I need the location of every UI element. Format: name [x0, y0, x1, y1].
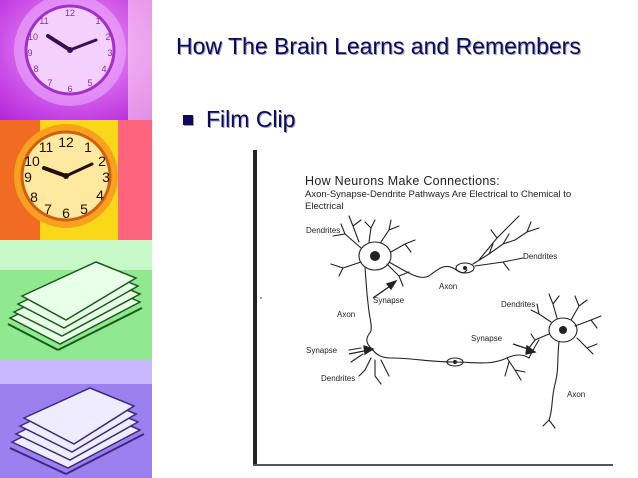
svg-text:3: 3	[102, 169, 110, 185]
green-papers-tile	[0, 240, 152, 360]
svg-text:11: 11	[39, 16, 48, 26]
slide-title: How The Brain Learns and Remembers	[176, 33, 581, 59]
label-synapse: Synapse	[373, 296, 405, 305]
label-synapse: Synapse	[306, 346, 338, 355]
svg-text:6: 6	[67, 84, 72, 94]
papers-icon	[0, 240, 152, 360]
label-dendrites: Dendrites	[321, 374, 356, 383]
neuron-body-2	[455, 262, 475, 274]
neuron-body-4	[548, 317, 578, 343]
svg-text:3: 3	[107, 48, 112, 58]
figure-bottom-edge	[253, 464, 613, 466]
svg-text:6: 6	[62, 205, 70, 221]
neuron-diagram-figure: How Neurons Make Connections: Axon-Synap…	[253, 144, 615, 466]
violet-papers-tile	[0, 360, 152, 478]
label-synapse: Synapse	[471, 334, 503, 343]
svg-text:9: 9	[24, 169, 32, 185]
svg-text:10: 10	[24, 153, 40, 169]
svg-text:12: 12	[58, 134, 74, 150]
label-axon: Axon	[439, 282, 458, 291]
svg-text:4: 4	[96, 187, 104, 203]
label-axon: Axon	[567, 390, 586, 399]
bullet-text: Film Clip	[206, 106, 296, 132]
svg-text:7: 7	[47, 78, 52, 88]
label-dendrites: Dendrites	[501, 300, 536, 309]
square-bullet-icon	[183, 114, 193, 125]
svg-text:10: 10	[28, 32, 38, 42]
svg-text:4: 4	[101, 64, 106, 74]
svg-text:2: 2	[98, 153, 106, 169]
svg-text:8: 8	[33, 64, 38, 74]
label-dendrites: Dendrites	[306, 226, 341, 235]
neuron-drawing	[260, 215, 602, 429]
svg-text:5: 5	[80, 201, 88, 217]
svg-text:9: 9	[27, 48, 32, 58]
figure-subtitle: Axon-Synapse-Dendrite Pathways Are Elect…	[305, 189, 572, 212]
svg-text:2: 2	[105, 32, 110, 42]
bullet-item: Film Clip	[183, 106, 295, 133]
papers-icon	[0, 360, 152, 478]
svg-text:7: 7	[44, 201, 52, 217]
neuron-body-3	[446, 357, 464, 367]
label-dendrites: Dendrites	[523, 252, 558, 261]
svg-text:1: 1	[95, 16, 100, 26]
svg-text:12: 12	[65, 8, 75, 18]
figure-title: How Neurons Make Connections:	[305, 174, 500, 188]
label-axon: Axon	[337, 310, 356, 319]
svg-text:5: 5	[87, 78, 92, 88]
neuron-body-1	[358, 241, 392, 271]
svg-text:8: 8	[30, 189, 38, 205]
svg-text:11: 11	[39, 139, 54, 155]
svg-text:1: 1	[84, 139, 92, 155]
figure-left-edge	[253, 150, 257, 464]
